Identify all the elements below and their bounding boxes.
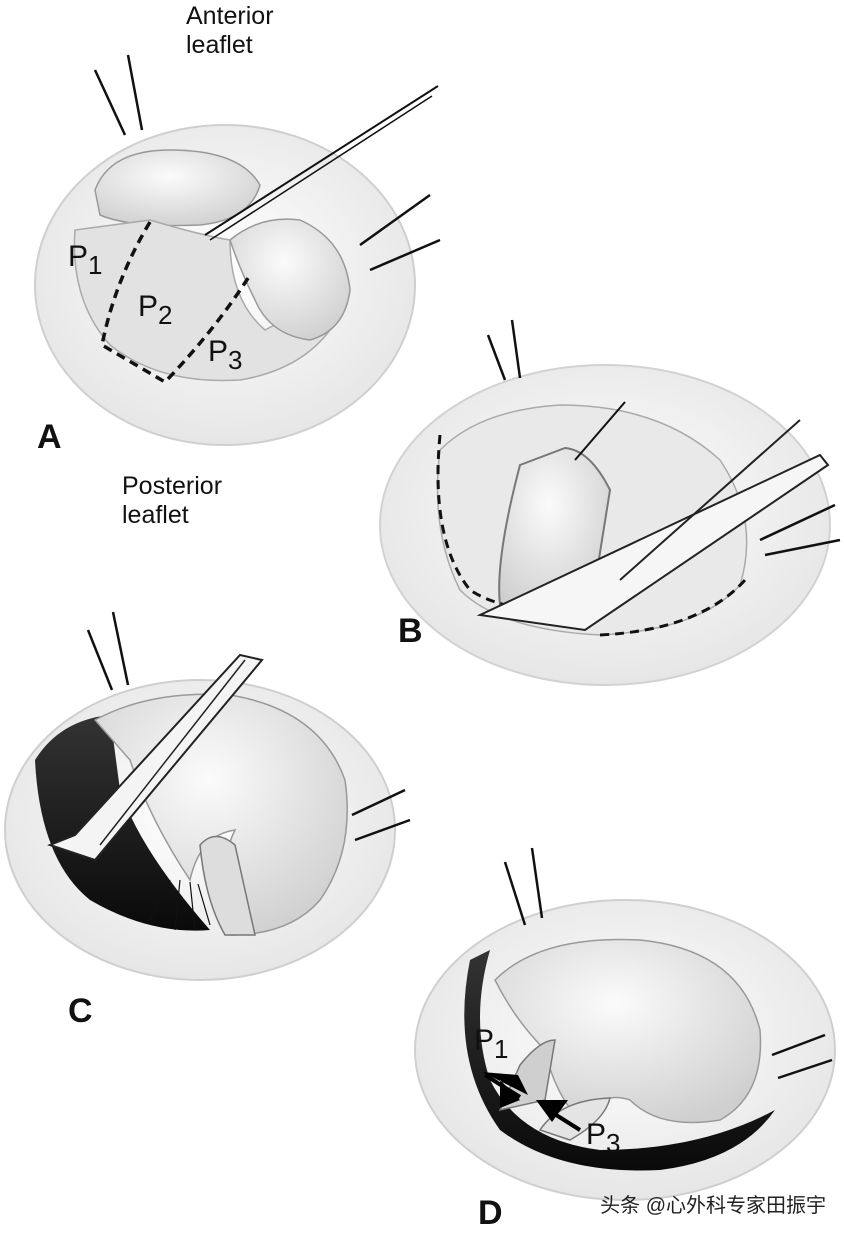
panel-b-suture-4: [764, 538, 841, 557]
a-segment-p2: P2: [138, 290, 172, 331]
posterior-leaflet-label: Posterior leaflet: [122, 472, 222, 530]
panel-a-p3-scallop: [229, 218, 351, 341]
a-p2-sub: 2: [158, 300, 173, 330]
panel-c-leaflet-flap: [199, 835, 256, 936]
posterior-label-line-2: leaflet: [122, 500, 189, 529]
a-p3-sub: 3: [228, 345, 243, 375]
panel-a-suture-4: [369, 238, 441, 272]
panel-b-scissor-blade: [619, 419, 801, 581]
panel-a-resection-line: [100, 221, 252, 385]
a-p1-letter: P: [68, 240, 89, 273]
panel-b-dashed-right: [599, 578, 747, 637]
panel-a-suture-3: [359, 193, 431, 247]
d-p1-sub: 1: [494, 1034, 509, 1064]
a-segment-p3: P3: [208, 335, 242, 376]
panel-a-suture-2: [126, 54, 144, 131]
panel-d-suture-3: [771, 1033, 826, 1057]
posterior-label-line-1: Posterior: [122, 472, 223, 500]
panel-a-hook-shadow: [209, 95, 433, 241]
panel-d-suture-4: [777, 1058, 833, 1080]
panel-b-valve: [379, 319, 841, 686]
panel-d-arrow-p3: [536, 1100, 568, 1122]
panel-b-suture-2: [510, 319, 522, 379]
panel-b-suture-1: [486, 334, 507, 381]
panel-a-letter: A: [37, 418, 62, 456]
panel-b-scissors: [476, 453, 830, 632]
d-p3-sub: 3: [606, 1128, 621, 1158]
a-p2-letter: P: [138, 290, 159, 323]
panel-c-letter: C: [68, 992, 93, 1030]
panel-d-letter: D: [478, 1194, 503, 1232]
panel-c-suture-1: [86, 629, 114, 691]
panel-b-letter: B: [398, 612, 423, 650]
d-p1-letter: P: [474, 1024, 495, 1057]
panel-d-valve: [414, 847, 836, 1201]
panel-c-suture-2: [111, 611, 130, 686]
anterior-label-line-2: leaflet: [186, 30, 253, 59]
panel-c-chordae-lines: [149, 879, 211, 931]
anterior-label-line-1: Anterior: [186, 2, 274, 30]
panel-c-suture-3: [351, 788, 406, 817]
d-segment-p1: P1: [474, 1024, 508, 1065]
d-segment-p3: P3: [586, 1118, 620, 1159]
a-segment-p1: P1: [68, 240, 102, 281]
panel-c-valve: [4, 611, 411, 981]
panel-a-suture-1: [93, 69, 127, 136]
panel-a-hook: [204, 85, 439, 236]
panel-d-arrow-p1: [482, 1072, 528, 1108]
d-p3-letter: P: [586, 1118, 607, 1151]
anterior-leaflet-label: Anterior leaflet: [186, 2, 274, 60]
panel-b-hook: [574, 401, 626, 461]
panel-b-suture-3: [759, 503, 836, 542]
panel-a-valve: [34, 54, 441, 446]
panel-c-forceps-jaw: [99, 659, 246, 846]
panel-d-arrow-p1-shaft: [483, 1073, 522, 1099]
panel-d-suture-1: [503, 861, 527, 926]
panel-c-suture-4: [354, 818, 411, 842]
panel-d-suture-2: [530, 847, 544, 919]
a-p3-letter: P: [208, 335, 229, 368]
watermark: 头条 @心外科专家田振宇: [600, 1195, 826, 1217]
a-p1-sub: 1: [88, 250, 103, 280]
